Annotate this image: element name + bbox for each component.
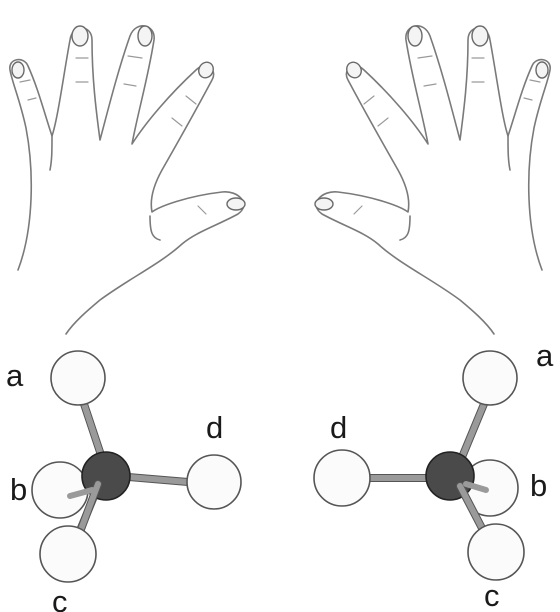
- fingernail: [227, 198, 245, 210]
- label-d: d: [206, 410, 223, 445]
- label-a: a: [536, 338, 554, 373]
- fingernail: [472, 26, 488, 46]
- left-hand: [10, 26, 245, 334]
- atom-c: [468, 524, 524, 580]
- atom-b: [32, 462, 88, 518]
- fingernail: [408, 26, 422, 46]
- right-molecule: a b c d: [314, 338, 554, 612]
- bond-a: [460, 404, 484, 462]
- label-c: c: [484, 578, 500, 612]
- atom-c: [40, 526, 96, 582]
- label-c: c: [52, 584, 68, 612]
- atom-d: [314, 450, 370, 506]
- label-b: b: [530, 468, 547, 503]
- atom-d: [187, 455, 241, 509]
- right-hand: [315, 26, 550, 334]
- fingernail: [138, 26, 152, 46]
- label-b: b: [10, 472, 27, 507]
- fingernail: [12, 62, 24, 78]
- label-d: d: [330, 410, 347, 445]
- fingernail: [536, 62, 548, 78]
- atom-a: [463, 351, 517, 405]
- atom-a: [51, 351, 105, 405]
- fingernail: [72, 26, 88, 46]
- left-molecule: a b c d: [6, 351, 241, 612]
- fingernail: [315, 198, 333, 210]
- label-a: a: [6, 358, 24, 393]
